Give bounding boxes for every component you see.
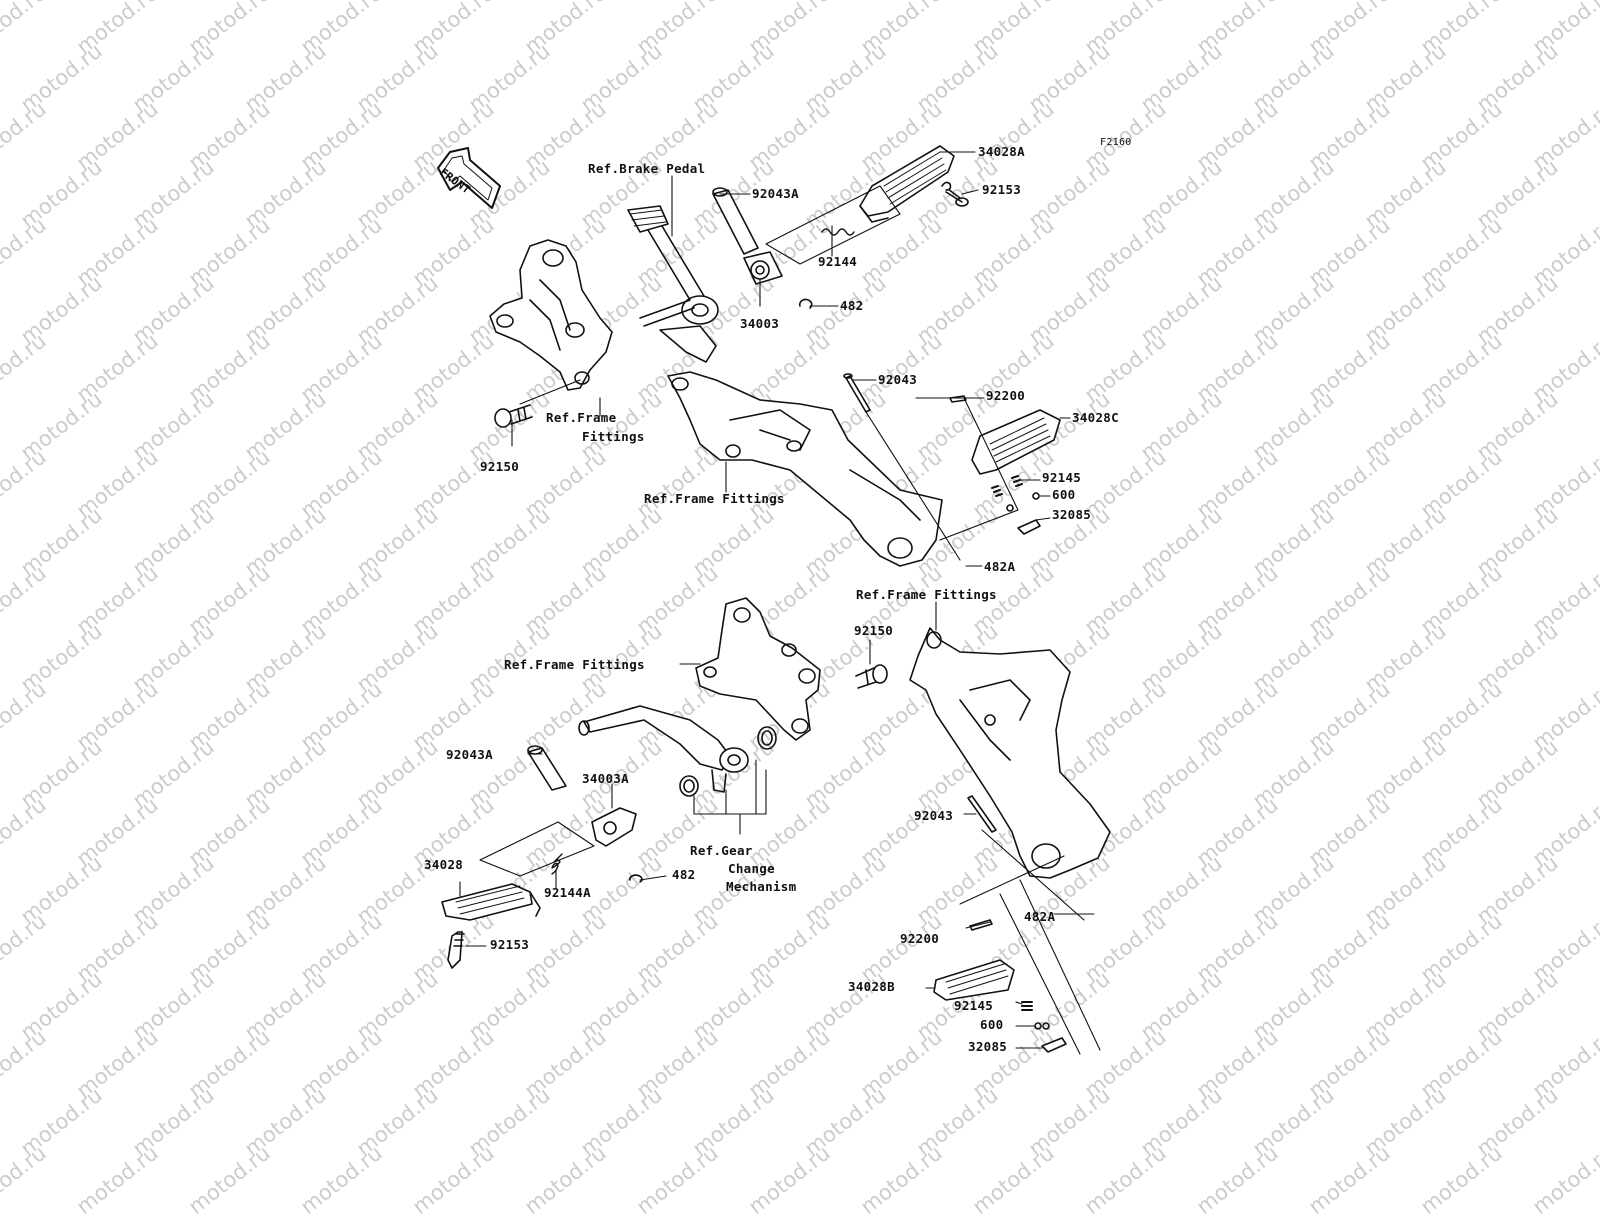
part-number-482-top: 482 — [840, 298, 864, 313]
bolt-92153-bot-part — [447, 931, 465, 969]
part-number-92043-top: 92043 — [878, 372, 918, 387]
part-number-600-bot: 600 — [980, 1017, 1004, 1032]
part-number-92145-top: 92145 — [1042, 470, 1082, 485]
ref-frame-fittings-2: Ref.Frame Fittings — [644, 491, 785, 506]
part-number-34028: 34028 — [424, 857, 464, 872]
front-arrow-icon — [437, 147, 501, 209]
bolt-92153-top-part — [941, 181, 969, 207]
snap-ring-482-top-part — [798, 298, 813, 309]
bolt-92150-part — [494, 404, 533, 428]
part-number-482A-bot: 482A — [1024, 909, 1056, 924]
part-number-92153-top: 92153 — [982, 182, 1022, 197]
footpeg-34028C-part — [971, 409, 1061, 475]
spring-92144-part — [821, 228, 855, 236]
part-number-92150-left: 92150 — [480, 459, 520, 474]
footpeg-34028-part — [441, 883, 541, 921]
snap-ring-482-bot-part — [629, 874, 643, 883]
part-number-92043A-bot: 92043A — [446, 747, 493, 762]
figure-code: F2160 — [1100, 137, 1132, 148]
leader-lines — [459, 151, 1101, 1055]
part-number-92153-bot: 92153 — [490, 937, 530, 952]
brake-pedal-part — [627, 205, 719, 363]
shift-pedal-part — [578, 705, 749, 793]
part-number-92150-mid: 92150 — [854, 623, 894, 638]
part-number-34003A: 34003A — [582, 771, 629, 786]
pin-92043-bot-part — [967, 795, 997, 833]
part-number-482-bot: 482 — [672, 867, 696, 882]
holder-34003A-part — [591, 807, 637, 847]
part-number-600-top: 600 — [1052, 487, 1076, 502]
ref-gear-change-c: Mechanism — [726, 879, 797, 894]
part-number-92145-bot: 92145 — [954, 998, 994, 1013]
part-number-34028B: 34028B — [848, 979, 895, 994]
part-number-32085-bot: 32085 — [968, 1039, 1008, 1054]
bolt-92150-mid-part — [855, 664, 888, 689]
ref-brake-pedal-label: Ref.Brake Pedal — [588, 161, 706, 176]
brake-side-bracket-part — [489, 239, 613, 391]
springs-92145-top-part — [991, 475, 1023, 497]
footpeg-34028B-part — [933, 959, 1015, 1001]
part-number-92043-bot: 92043 — [914, 808, 954, 823]
part-number-92144: 92144 — [818, 254, 858, 269]
part-number-92144A: 92144A — [544, 885, 591, 900]
ref-gear-change-b: Change — [728, 861, 775, 876]
rear-set-bracket-top-part — [667, 371, 943, 567]
spring-92144A-part — [551, 853, 563, 875]
plate-32085-top-part — [1017, 519, 1041, 535]
rear-set-bracket-bot-part — [909, 627, 1111, 879]
part-number-92200-bot: 92200 — [900, 931, 940, 946]
springs-92145-bot-part — [1021, 1001, 1033, 1011]
ref-frame-fittings-4: Ref.Frame Fittings — [504, 657, 645, 672]
collars-part — [679, 726, 777, 797]
plate-32085-bot-part — [1041, 1037, 1067, 1053]
pin-92043-top-part — [843, 373, 871, 413]
part-number-92200-top: 92200 — [986, 388, 1026, 403]
ref-gear-change-a: Ref.Gear — [690, 843, 753, 858]
balls-600-bot-part — [1034, 1022, 1050, 1030]
pin-92043A-bot-part — [527, 745, 567, 791]
ref-frame-fittings-3: Ref.Frame Fittings — [856, 587, 997, 602]
washer-92200-top-part — [949, 395, 967, 403]
pin-92043A-top-part — [712, 187, 759, 255]
ref-frame-fittings-1a: Ref.Frame — [546, 410, 617, 425]
holder-34003-part — [743, 251, 783, 285]
footpeg-34028A-part — [859, 145, 955, 223]
part-number-34028C: 34028C — [1072, 410, 1119, 425]
part-number-32085-top: 32085 — [1052, 507, 1092, 522]
part-number-34003: 34003 — [740, 316, 780, 331]
ref-frame-fittings-1b: Fittings — [582, 429, 645, 444]
balls-600-top-part — [1006, 492, 1040, 512]
washer-92200-bot-part — [969, 919, 993, 931]
part-number-92043A-top: 92043A — [752, 186, 799, 201]
part-number-34028A: 34028A — [978, 144, 1025, 159]
part-number-482A-top: 482A — [984, 559, 1016, 574]
shift-side-bracket-part — [695, 597, 821, 741]
